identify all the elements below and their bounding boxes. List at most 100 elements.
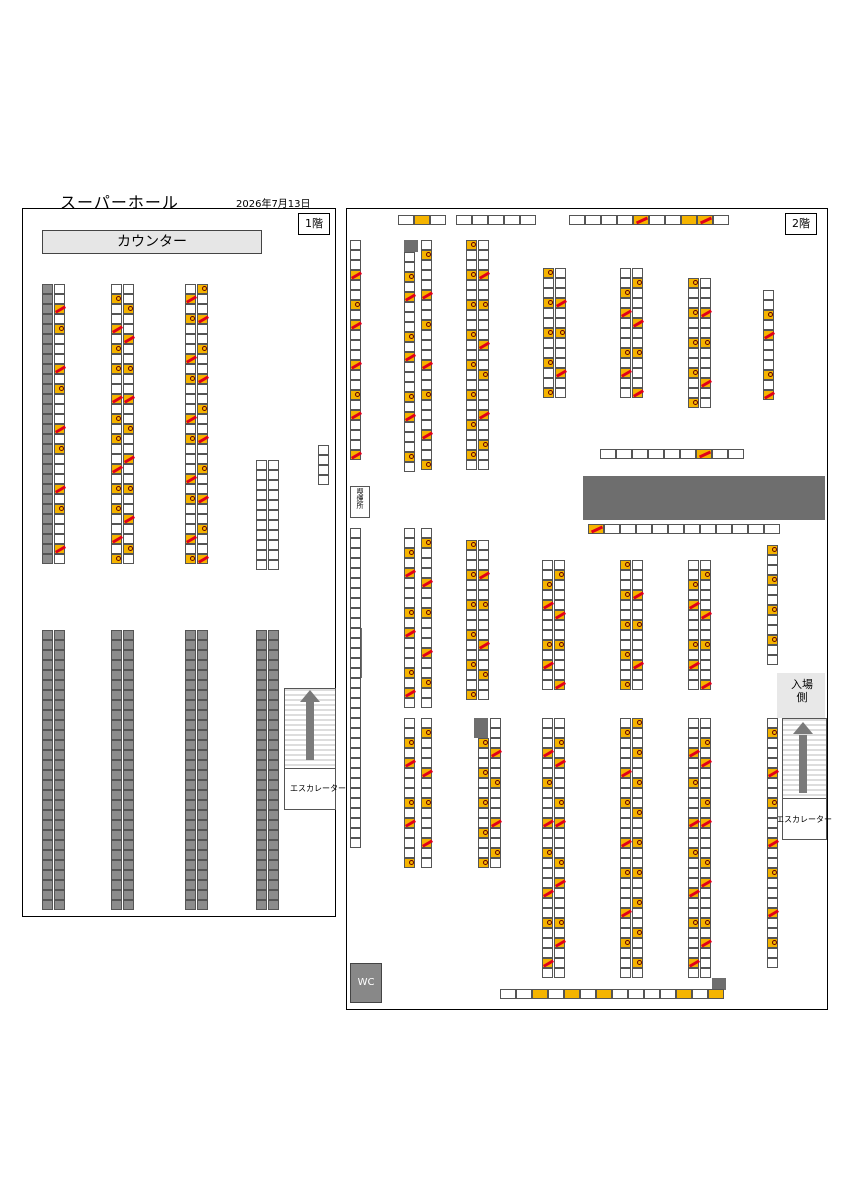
- machine-seat[interactable]: [268, 820, 279, 830]
- machine-seat[interactable]: [42, 670, 53, 680]
- machine-seat[interactable]: [620, 328, 631, 338]
- machine-seat[interactable]: [543, 338, 554, 348]
- machine-seat[interactable]: [197, 850, 208, 860]
- machine-seat[interactable]: [350, 778, 361, 788]
- machine-seat[interactable]: [111, 434, 122, 444]
- machine-seat[interactable]: [123, 334, 134, 344]
- machine-seat[interactable]: [42, 374, 53, 384]
- machine-seat[interactable]: [42, 770, 53, 780]
- machine-seat[interactable]: [123, 464, 134, 474]
- machine-seat[interactable]: [421, 240, 432, 250]
- machine-seat[interactable]: [700, 328, 711, 338]
- machine-seat[interactable]: [42, 700, 53, 710]
- machine-seat[interactable]: [404, 838, 415, 848]
- machine-seat[interactable]: [713, 215, 729, 225]
- machine-seat[interactable]: [478, 360, 489, 370]
- machine-seat[interactable]: [763, 380, 774, 390]
- machine-seat[interactable]: [767, 778, 778, 788]
- machine-seat[interactable]: [421, 380, 432, 390]
- machine-seat[interactable]: [478, 440, 489, 450]
- machine-seat[interactable]: [490, 718, 501, 728]
- machine-seat[interactable]: [421, 628, 432, 638]
- machine-seat[interactable]: [490, 748, 501, 758]
- machine-seat[interactable]: [700, 868, 711, 878]
- machine-seat[interactable]: [404, 748, 415, 758]
- machine-seat[interactable]: [700, 798, 711, 808]
- machine-seat[interactable]: [620, 798, 631, 808]
- machine-seat[interactable]: [54, 850, 65, 860]
- machine-seat[interactable]: [185, 820, 196, 830]
- machine-seat[interactable]: [350, 678, 361, 688]
- machine-seat[interactable]: [111, 384, 122, 394]
- machine-seat[interactable]: [700, 580, 711, 590]
- machine-seat[interactable]: [185, 404, 196, 414]
- machine-seat[interactable]: [688, 908, 699, 918]
- machine-seat[interactable]: [700, 908, 711, 918]
- machine-seat[interactable]: [185, 880, 196, 890]
- machine-seat[interactable]: [350, 718, 361, 728]
- machine-seat[interactable]: [111, 474, 122, 484]
- machine-seat[interactable]: [414, 215, 430, 225]
- machine-seat[interactable]: [554, 640, 565, 650]
- machine-seat[interactable]: [700, 620, 711, 630]
- machine-seat[interactable]: [185, 700, 196, 710]
- machine-seat[interactable]: [542, 878, 553, 888]
- machine-seat[interactable]: [42, 810, 53, 820]
- machine-seat[interactable]: [111, 454, 122, 464]
- machine-seat[interactable]: [543, 288, 554, 298]
- machine-seat[interactable]: [111, 314, 122, 324]
- machine-seat[interactable]: [688, 938, 699, 948]
- machine-seat[interactable]: [478, 310, 489, 320]
- machine-seat[interactable]: [478, 410, 489, 420]
- machine-seat[interactable]: [197, 534, 208, 544]
- machine-seat[interactable]: [478, 650, 489, 660]
- machine-seat[interactable]: [42, 504, 53, 514]
- machine-seat[interactable]: [543, 268, 554, 278]
- machine-seat[interactable]: [478, 550, 489, 560]
- machine-seat[interactable]: [732, 524, 748, 534]
- machine-seat[interactable]: [123, 364, 134, 374]
- machine-seat[interactable]: [620, 898, 631, 908]
- machine-seat[interactable]: [616, 449, 632, 459]
- machine-seat[interactable]: [700, 298, 711, 308]
- machine-seat[interactable]: [350, 768, 361, 778]
- machine-seat[interactable]: [54, 780, 65, 790]
- machine-seat[interactable]: [350, 698, 361, 708]
- machine-seat[interactable]: [123, 720, 134, 730]
- machine-seat[interactable]: [554, 570, 565, 580]
- machine-seat[interactable]: [111, 394, 122, 404]
- machine-seat[interactable]: [123, 494, 134, 504]
- machine-seat[interactable]: [688, 318, 699, 328]
- machine-seat[interactable]: [268, 790, 279, 800]
- machine-seat[interactable]: [490, 828, 501, 838]
- machine-seat[interactable]: [256, 870, 267, 880]
- machine-seat[interactable]: [767, 948, 778, 958]
- machine-seat[interactable]: [620, 958, 631, 968]
- machine-seat[interactable]: [123, 630, 134, 640]
- machine-seat[interactable]: [421, 290, 432, 300]
- machine-seat[interactable]: [350, 260, 361, 270]
- machine-seat[interactable]: [542, 610, 553, 620]
- machine-seat[interactable]: [350, 310, 361, 320]
- machine-seat[interactable]: [111, 860, 122, 870]
- machine-seat[interactable]: [318, 455, 329, 465]
- machine-seat[interactable]: [632, 570, 643, 580]
- machine-seat[interactable]: [700, 630, 711, 640]
- machine-seat[interactable]: [700, 928, 711, 938]
- machine-seat[interactable]: [466, 680, 477, 690]
- machine-seat[interactable]: [54, 640, 65, 650]
- machine-seat[interactable]: [478, 758, 489, 768]
- machine-seat[interactable]: [478, 808, 489, 818]
- machine-seat[interactable]: [767, 655, 778, 665]
- machine-seat[interactable]: [54, 494, 65, 504]
- machine-seat[interactable]: [490, 818, 501, 828]
- machine-seat[interactable]: [54, 700, 65, 710]
- machine-seat[interactable]: [256, 490, 267, 500]
- machine-seat[interactable]: [478, 600, 489, 610]
- machine-seat[interactable]: [256, 760, 267, 770]
- machine-seat[interactable]: [688, 918, 699, 928]
- machine-seat[interactable]: [632, 808, 643, 818]
- machine-seat[interactable]: [268, 900, 279, 910]
- machine-seat[interactable]: [42, 324, 53, 334]
- machine-seat[interactable]: [54, 484, 65, 494]
